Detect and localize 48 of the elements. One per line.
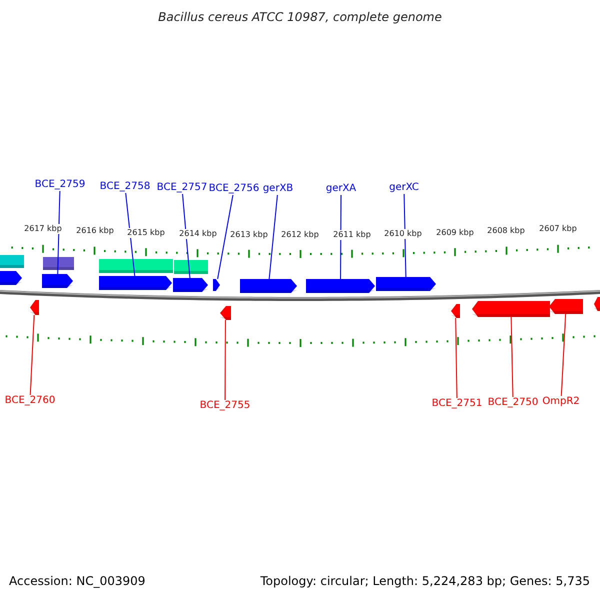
gene-name: BCE_2759 xyxy=(34,179,86,191)
leader-line xyxy=(510,316,514,398)
scale-label: 2609 kbp xyxy=(436,228,474,238)
genome-summary-text: Topology: circular; Length: 5,224,283 bp; Genes: 5,735 xyxy=(260,574,590,588)
gene-name: BCE_2760 xyxy=(4,395,56,407)
gene-block xyxy=(42,274,73,288)
leader-line xyxy=(182,194,190,278)
scale-label: 2611 kbp xyxy=(333,230,371,240)
gene-block xyxy=(240,279,297,293)
accession-text: Accession: NC_003909 xyxy=(9,574,146,588)
gene-block xyxy=(173,278,208,292)
leader-line xyxy=(404,194,406,278)
scale-label: 2616 kbp xyxy=(76,226,114,236)
gene-block xyxy=(30,300,39,315)
leader-line xyxy=(340,194,342,280)
gene-name: BCE_2758 xyxy=(100,181,150,193)
scale-label: 2617 kbp xyxy=(24,224,62,234)
scale-label: 2607 kbp xyxy=(539,224,577,234)
scale-label: 2614 kbp xyxy=(179,229,217,239)
scale-label: 2615 kbp xyxy=(127,228,165,238)
map-title: Bacillus cereus ATCC 10987, complete genome xyxy=(157,10,443,24)
leader-line xyxy=(224,320,226,400)
scale-label: 2608 kbp xyxy=(487,226,525,236)
gene-name: BCE_2757 xyxy=(156,182,208,194)
gene-block xyxy=(220,306,231,320)
leader-line xyxy=(560,314,566,396)
gene-name: gerXA xyxy=(326,183,356,195)
gene-block xyxy=(213,279,220,291)
gene-name: gerXB xyxy=(262,183,294,195)
gene-block xyxy=(306,279,375,293)
gene-name: BCE_2756 xyxy=(208,183,260,195)
gene-name: BCE_2751 xyxy=(432,398,482,410)
gene-name: gerXC xyxy=(389,182,419,194)
scale-label: 2612 kbp xyxy=(281,230,319,240)
gene-name: BCE_2755 xyxy=(200,400,250,412)
gene-block xyxy=(376,277,436,291)
leader-line xyxy=(125,192,136,276)
leader-line xyxy=(268,194,278,280)
scale-label: 2613 kbp xyxy=(230,230,268,240)
leader-line xyxy=(57,190,60,274)
leader-line xyxy=(217,194,234,280)
gene-name: BCE_2750 xyxy=(488,397,538,409)
gene-block xyxy=(451,304,460,318)
gene-block xyxy=(549,299,583,314)
leader-line xyxy=(455,318,458,398)
scale-label: 2610 kbp xyxy=(384,229,422,239)
leader-line xyxy=(30,314,35,396)
gene-name: OmpR2 xyxy=(542,396,580,408)
